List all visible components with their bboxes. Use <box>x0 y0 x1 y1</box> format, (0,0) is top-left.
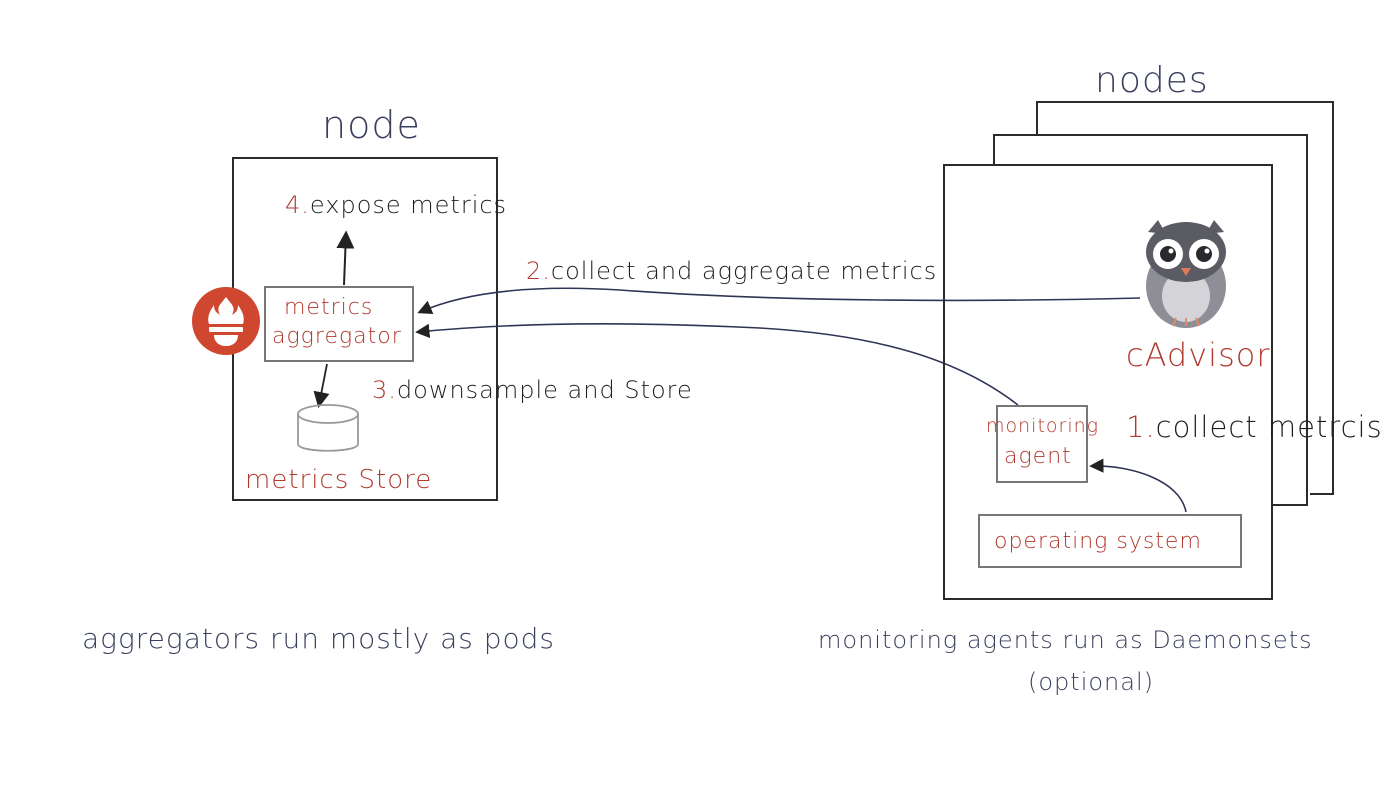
step3-label: 3.downsample and Store <box>372 376 693 404</box>
aggregator-line2: aggregator <box>272 324 402 349</box>
collect-aggregate-group: 2.collect and aggregate metrics <box>415 257 1141 406</box>
cadvisor-to-aggregator-arrow <box>417 287 1141 314</box>
os-to-agent-arrow <box>1089 458 1187 513</box>
monitoring-agent-box <box>996 405 1088 483</box>
agent-line1: monitoring <box>986 415 1099 437</box>
right-caption-line1: monitoring agents run as Daemonsets <box>818 626 1313 654</box>
node-frame-front <box>943 164 1273 600</box>
database-cylinder-icon <box>297 404 359 452</box>
right-nodes-title: nodes <box>1095 60 1209 101</box>
left-node-group: node 4.expose metrics metrics aggregator… <box>82 103 693 655</box>
left-caption: aggregators run mostly as pods <box>82 622 555 655</box>
aggregator-line1: metrics <box>284 295 373 320</box>
prometheus-logo-icon <box>192 287 260 355</box>
left-node-title: node <box>322 103 421 147</box>
step4-label: 4.expose metrics <box>285 191 507 219</box>
store-arrow <box>313 363 330 409</box>
expose-arrow <box>336 230 355 286</box>
step2-label: 2.collect and aggregate metrics <box>526 257 937 285</box>
metrics-store-label: metrics Store <box>245 465 432 495</box>
step1-label: 1.collect metrcis <box>1126 410 1383 444</box>
node-frame-back <box>1036 101 1334 495</box>
agent-line2: agent <box>1004 444 1072 469</box>
owl-icon <box>1146 220 1226 328</box>
right-caption-line2: (optional) <box>1028 668 1154 696</box>
operating-system-label: operating system <box>994 529 1202 554</box>
operating-system-box <box>978 514 1242 568</box>
right-nodes-group: nodes cAdvisor monitoring agent <box>818 60 1383 696</box>
agent-to-aggregator-arrow <box>415 323 1019 406</box>
metrics-aggregator-box <box>264 286 414 362</box>
cadvisor-label: cAdvisor <box>1126 336 1270 374</box>
node-frame-middle <box>993 134 1308 506</box>
